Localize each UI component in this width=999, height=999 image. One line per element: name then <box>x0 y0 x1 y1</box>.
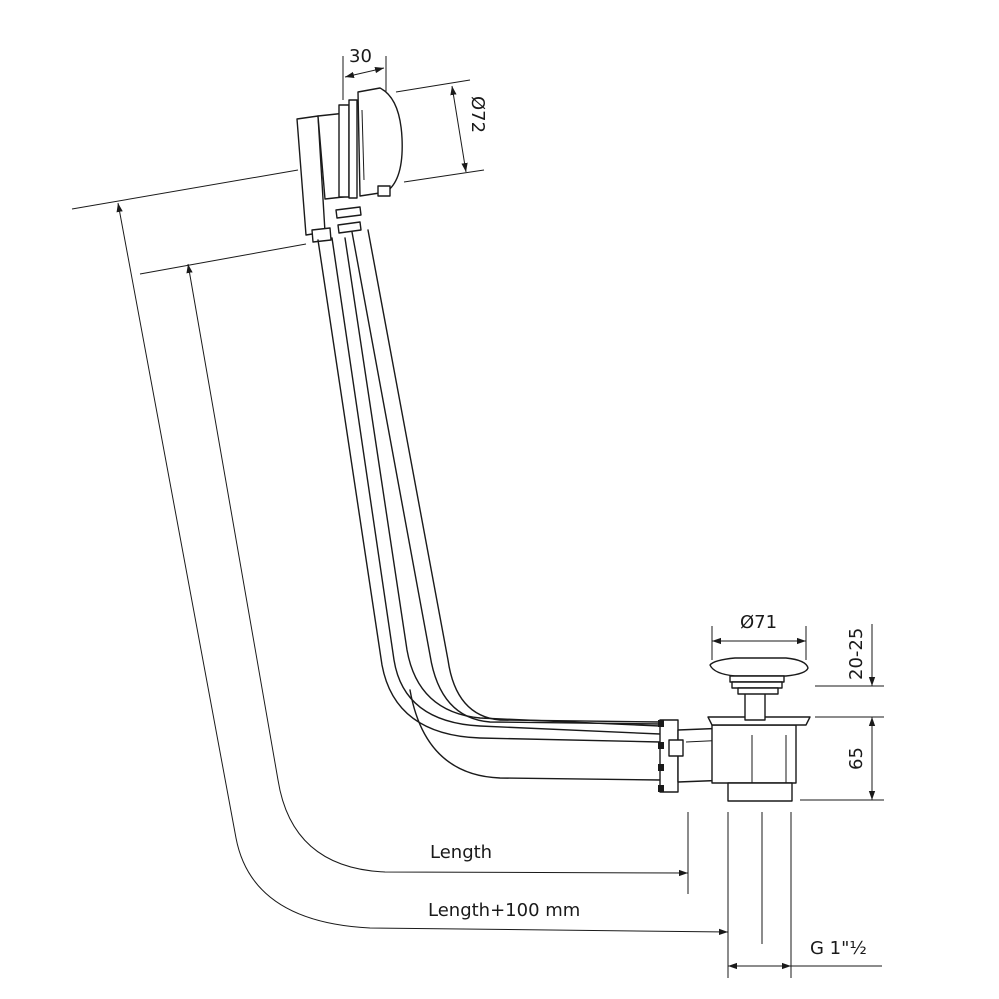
extension-lines <box>71 56 884 978</box>
plug-lift-label: 20-25 <box>846 628 867 680</box>
overflow-depth-label: 30 <box>349 46 372 67</box>
overflow-head <box>296 87 403 243</box>
dimension-lines <box>116 66 882 970</box>
drain-assembly <box>409 657 811 802</box>
drain-height-label: 65 <box>846 747 867 770</box>
overflow-pipe <box>317 229 661 743</box>
thread-label: G 1"½ <box>810 938 867 959</box>
drain-diameter-label: Ø71 <box>740 612 777 633</box>
length-plus-label: Length+100 mm <box>428 900 580 921</box>
overflow-diameter-label: Ø72 <box>467 96 488 133</box>
length-label: Length <box>430 842 492 863</box>
